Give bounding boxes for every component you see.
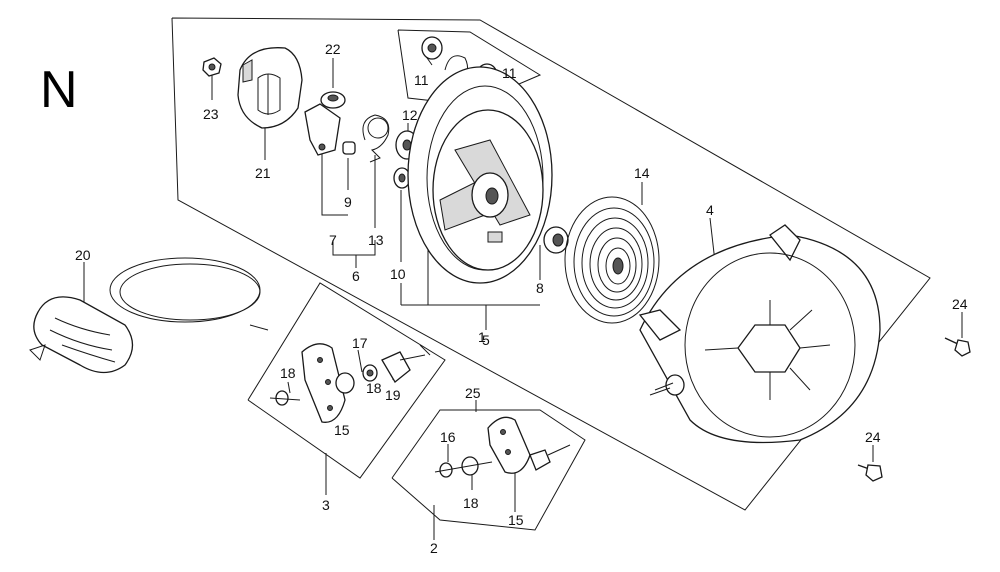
- callout-3: 3: [322, 497, 330, 513]
- callout-18a: 18: [280, 365, 296, 381]
- nut-23: [202, 57, 222, 77]
- callout-21: 21: [255, 165, 271, 181]
- starter-grip-20: [29, 257, 269, 374]
- bushing-10: [393, 167, 411, 189]
- ratchet-spring-13: [362, 114, 390, 163]
- callout-20: 20: [75, 247, 91, 263]
- callout-24a: 24: [952, 296, 968, 312]
- callout-labels: 1 2 3 4 5 6 7 8 9 10 11 11 12 13 14 15 1…: [75, 41, 968, 556]
- collar-22: [320, 91, 346, 109]
- callout-16: 16: [440, 429, 456, 445]
- callout-13: 13: [368, 232, 384, 248]
- callout-14: 14: [634, 165, 650, 181]
- callout-12: 12: [402, 107, 418, 123]
- callout-15b: 15: [508, 512, 524, 528]
- callout-2: 2: [430, 540, 438, 556]
- callout-18b: 18: [366, 380, 382, 396]
- callout-10: 10: [390, 266, 406, 282]
- callout-22: 22: [325, 41, 341, 57]
- callout-9: 9: [344, 194, 352, 210]
- ratchet-cover-21: [237, 47, 303, 129]
- callout-23: 23: [203, 106, 219, 122]
- recoil-spring-14: [564, 196, 660, 324]
- flange-bolt-24a: [944, 337, 971, 357]
- callout-19: 19: [385, 387, 401, 403]
- callout-11a: 11: [414, 72, 429, 88]
- callout-1: 1: [478, 329, 486, 345]
- bushing-8: [543, 226, 569, 254]
- starter-case-4: [638, 224, 881, 444]
- pin-9: [342, 141, 356, 155]
- callout-25: 25: [465, 385, 481, 401]
- ratchet-pawl-7: [304, 103, 341, 156]
- callout-8: 8: [536, 280, 544, 296]
- starter-reel-5: [407, 66, 553, 284]
- callout-5: 5: [482, 332, 490, 348]
- callout-4: 4: [706, 202, 714, 218]
- page-letter: N: [40, 61, 78, 119]
- callout-24b: 24: [865, 429, 881, 445]
- knob-assembly-3: [269, 343, 426, 423]
- callout-15a: 15: [334, 422, 350, 438]
- knob-assembly-2: [434, 416, 571, 478]
- callout-6: 6: [352, 268, 360, 284]
- callout-11b: 11: [502, 65, 517, 81]
- callout-7: 7: [329, 232, 337, 248]
- flange-bolt-24b: [857, 464, 883, 482]
- callout-18c: 18: [463, 495, 479, 511]
- callout-17: 17: [352, 335, 368, 351]
